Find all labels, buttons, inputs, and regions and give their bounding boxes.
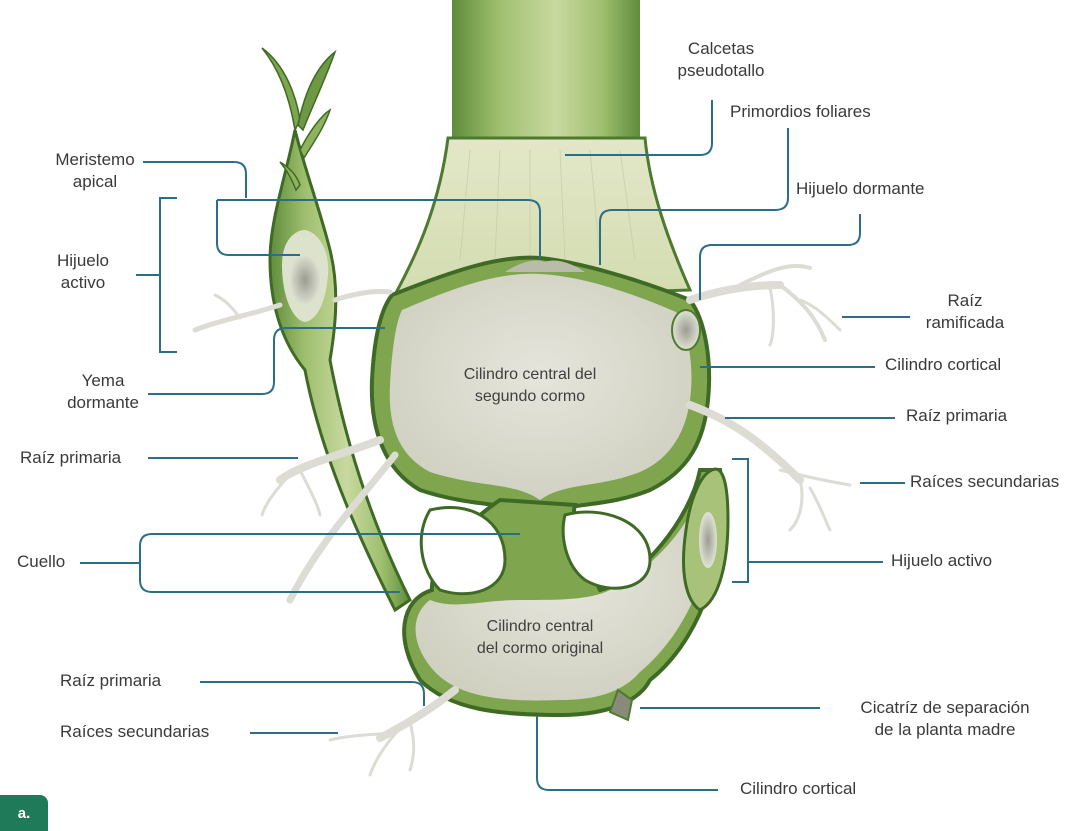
label-cuello: Cuello: [17, 551, 65, 573]
label-meristemo-apical: Meristemo apical: [45, 149, 145, 193]
label-raices-secundarias-bottom: Raíces secundarias: [60, 721, 209, 743]
label-hijuelo-activo-left: Hijuelo activo: [46, 250, 120, 294]
label-raiz-primaria-right: Raíz primaria: [906, 405, 1007, 427]
label-cilindro-cortical-bottom: Cilindro cortical: [740, 778, 856, 800]
label-raices-secundarias-right: Raíces secundarias: [910, 471, 1059, 493]
right-active-offshoot: [684, 469, 728, 610]
label-raiz-primaria-left: Raíz primaria: [20, 447, 121, 469]
label-raiz-primaria-bottom: Raíz primaria: [60, 670, 161, 692]
label-primordios-foliares: Primordios foliares: [730, 101, 871, 123]
label-cicatriz-separacion: Cicatríz de separación de la planta madr…: [825, 697, 1065, 741]
label-cilindro-central-segundo-cormo: Cilindro central del segundo cormo: [430, 364, 630, 408]
label-yema-dormante: Yema dormante: [58, 370, 148, 414]
label-cilindro-central-cormo-original: Cilindro central del cormo original: [440, 616, 640, 660]
label-calcetas-pseudotallo: Calcetas pseudotallo: [665, 38, 777, 82]
label-hijuelo-activo-right: Hijuelo activo: [891, 550, 992, 572]
original-corm: [404, 470, 722, 720]
label-hijuelo-dormante: Hijuelo dormante: [796, 178, 925, 200]
label-cilindro-cortical-right: Cilindro cortical: [885, 354, 1001, 376]
label-raiz-ramificada: Raíz ramificada: [912, 290, 1018, 334]
figure-badge: a.: [0, 795, 48, 831]
